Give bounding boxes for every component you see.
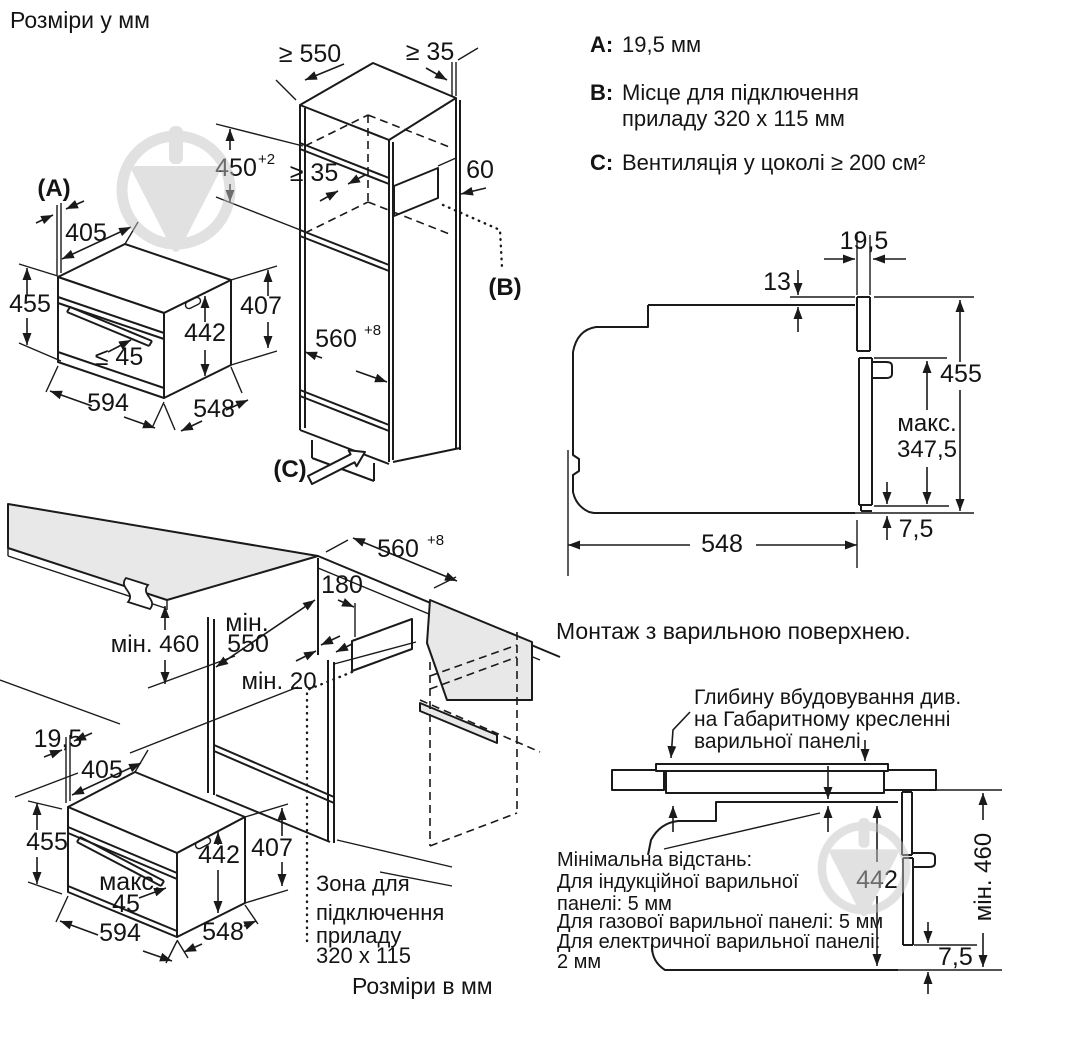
units-note: Розміри в мм: [352, 973, 493, 999]
hob-lip: [655, 763, 889, 772]
marker-c-label: (C): [273, 456, 306, 483]
oven-knob: [872, 361, 893, 379]
dim-label-handle: ≤ 45: [95, 343, 143, 371]
legend-a-key: A:: [590, 32, 613, 57]
under-counter-diagram: 560 +8 180 мін. 550 мін. 460 мін. 20 19,…: [0, 503, 561, 999]
zone-text-1: Зона для: [316, 871, 410, 896]
dim-label-594: 594: [87, 389, 129, 417]
connection-zone-hatch: [351, 618, 413, 672]
tall-cabinet-diagram: ≥ 550 ≥ 35 450 +2 ≥ 35 60 560 +8 (B) (C): [215, 38, 522, 485]
min-dist-4: Для газової варильної панелі: 5 мм: [557, 911, 883, 933]
dim-label-550: 550: [227, 630, 269, 658]
built-in-oven-isometric: (A) 405 455 ≤ 45 442 407 594 548: [9, 175, 282, 432]
dim-label-560-uc-sup: +8: [427, 532, 444, 549]
dim-label-maks: макс.: [99, 868, 161, 896]
dim-label-min35-top: ≥ 35: [406, 38, 454, 66]
legend-a-text: 19,5 мм: [622, 32, 701, 57]
dotted-leader-b: [441, 203, 504, 270]
oven-door-handle: [66, 306, 153, 347]
dim-label-min460: мін. 460: [111, 631, 199, 658]
dim-label-19-5: 19,5: [840, 227, 889, 255]
dim-label-45: 45: [112, 890, 140, 918]
zone-text-3: приладу: [316, 923, 401, 948]
hob-note-3: варильної панелі: [694, 730, 861, 753]
dim-label-7-5: 7,5: [899, 515, 934, 543]
legend-c-text: Вентиляція у цоколі ≥ 200 см²: [622, 150, 925, 175]
dim-label-60: 60: [466, 156, 494, 184]
side-view-diagram: 19,5 13 455 макс. 347,5 7,5 548: [567, 227, 982, 576]
hob-heading: Монтаж з варильною поверхнею.: [556, 618, 911, 644]
dim-label-405: 405: [65, 219, 107, 247]
connection-vent-hatch: [393, 167, 439, 217]
counter-hatch-right: [883, 769, 937, 791]
dim-label-407-uc: 407: [251, 834, 293, 862]
watermark: [116, 126, 911, 917]
legend-b-line1: Місце для підключення: [622, 80, 859, 105]
legend-c-key: C:: [590, 150, 613, 175]
grip-slot: [184, 296, 202, 310]
dim-label-405-uc: 405: [81, 756, 123, 784]
zone-text-2: підключення: [316, 900, 444, 925]
marker-a-label: (A): [37, 175, 70, 202]
dim-label-442-uc: 442: [198, 841, 240, 869]
hob-note-2: на Габаритному кресленні: [694, 708, 950, 731]
grip-slot-2: [194, 836, 212, 850]
dim-label-548-uc: 548: [202, 918, 244, 946]
min-dist-2: Для індукційної варильної: [557, 871, 799, 893]
hob-oven-knob: [913, 852, 936, 868]
legend-b-line2: приладу 320 x 115 мм: [622, 106, 845, 131]
legend-b-key: B:: [590, 80, 613, 105]
dim-label-13: 13: [763, 268, 791, 296]
dim-label-min35-mid: ≥ 35: [290, 159, 338, 187]
countertop-left: [7, 503, 319, 601]
dim-label-442: 442: [184, 319, 226, 347]
dim-label-594-uc: 594: [99, 919, 141, 947]
dim-label-min-word: мін.: [225, 609, 269, 637]
dim-label-560: 560: [315, 325, 357, 353]
hob-installation-diagram: Монтаж з варильною поверхнею. Глибину вб…: [556, 618, 1002, 994]
dim-label-347-5: 347,5: [897, 436, 957, 463]
zone-text-4: 320 x 115: [316, 943, 411, 968]
dim-label-560-sup: +8: [364, 322, 381, 339]
dim-label-455-side: 455: [940, 360, 982, 388]
dim-label-548: 548: [193, 395, 235, 423]
dim-label-455-uc: 455: [26, 828, 68, 856]
dim-label-min550-depth: ≥ 550: [279, 40, 341, 68]
dim-label-7-5-hob: 7,5: [938, 943, 973, 971]
break-wave: [123, 576, 153, 611]
oven2-door-handle: [76, 836, 165, 887]
marker-b-label: (B): [488, 274, 521, 301]
min-dist-1: Мінімальна відстань:: [557, 849, 752, 871]
plinth-vent-arrow: [307, 449, 366, 485]
dim-label-407: 407: [240, 292, 282, 320]
hob-note-1: Глибину вбудовування див.: [694, 686, 961, 709]
dim-label-455: 455: [9, 290, 51, 318]
dim-label-450-sup: +2: [258, 151, 275, 168]
dim-label-560-uc: 560: [377, 535, 419, 563]
counter-hatch-left: [611, 769, 665, 791]
page-title: Розміри у мм: [10, 7, 150, 33]
dim-label-min20: мін. 20: [241, 668, 316, 695]
hob-body: [665, 770, 885, 794]
dim-label-19-5-uc: 19,5: [34, 725, 83, 753]
countertop-right: [426, 599, 533, 701]
legend: A: 19,5 мм B: Місце для підключення прил…: [590, 32, 925, 175]
min-dist-6: 2 мм: [557, 951, 601, 973]
min-dist-3: панелі: 5 мм: [557, 893, 672, 915]
dim-label-max: макс.: [897, 410, 956, 437]
hob-note-leader: [667, 711, 691, 759]
dim-label-180: 180: [321, 571, 363, 599]
dim-label-548-side: 548: [701, 530, 743, 558]
min-dist-5: Для електричної варильної панелі:: [557, 931, 880, 953]
dim-label-min460-hob: мін. 460: [970, 833, 997, 921]
